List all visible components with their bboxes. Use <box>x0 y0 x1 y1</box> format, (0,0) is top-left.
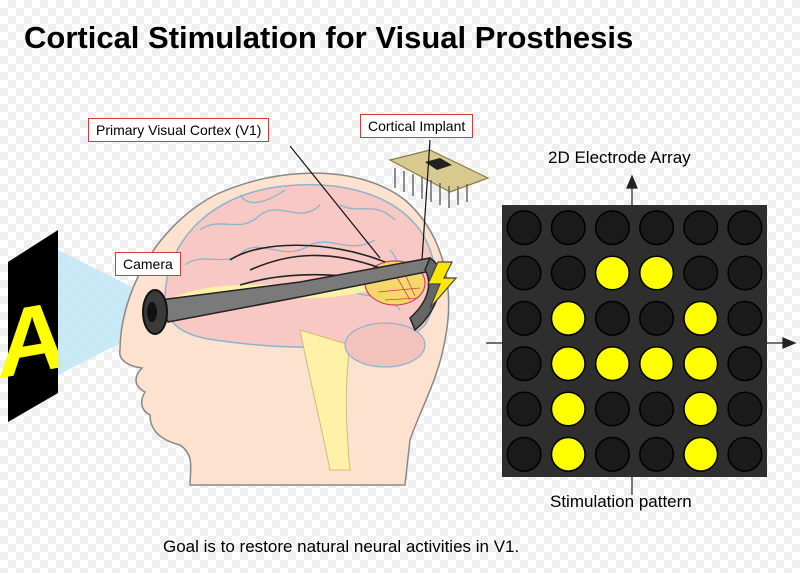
electrode-active <box>639 255 675 291</box>
callout-camera: Camera <box>115 252 181 276</box>
electrode-inactive <box>594 300 630 336</box>
pattern-label: Stimulation pattern <box>550 492 692 511</box>
lightning-bolt-icon <box>427 261 458 309</box>
electrode-active <box>639 346 675 382</box>
electrode-inactive <box>594 391 630 427</box>
cerebellum <box>344 322 426 368</box>
cortical-implant-chip <box>388 149 490 208</box>
electrode-active <box>683 391 719 427</box>
electrode-inactive <box>639 436 675 472</box>
caption: Goal is to restore natural neural activi… <box>163 537 520 556</box>
electrode-inactive <box>506 436 542 472</box>
callout-lines <box>289 139 431 261</box>
electrode-inactive <box>506 210 542 246</box>
electrode-inactive <box>727 210 763 246</box>
light-cone <box>58 250 150 375</box>
electrode-active <box>550 346 586 382</box>
electrode-array-panel <box>502 205 767 477</box>
electrode-inactive <box>594 436 630 472</box>
electrode-inactive <box>550 210 586 246</box>
electrode-inactive <box>506 346 542 382</box>
electrode-inactive <box>683 255 719 291</box>
electrode-inactive <box>506 300 542 336</box>
electrode-inactive <box>506 391 542 427</box>
electrode-inactive <box>639 210 675 246</box>
electrode-inactive <box>727 391 763 427</box>
electrode-active <box>594 346 630 382</box>
electrode-active <box>550 300 586 336</box>
page-title: Cortical Stimulation for Visual Prosthes… <box>24 20 634 55</box>
electrode-inactive <box>639 300 675 336</box>
electrode-inactive <box>683 210 719 246</box>
electrode-active <box>550 391 586 427</box>
electrode-active <box>683 436 719 472</box>
electrode-grid <box>506 210 763 472</box>
stimulus-letter: A <box>0 279 67 399</box>
electrode-inactive <box>727 346 763 382</box>
electrode-inactive <box>727 255 763 291</box>
stimulus-card: A <box>0 230 67 422</box>
brainstem <box>299 329 351 471</box>
callout-v1: Primary Visual Cortex (V1) <box>88 118 270 142</box>
callout-implant: Cortical Implant <box>360 114 474 138</box>
electrode-inactive <box>727 436 763 472</box>
electrode-inactive <box>550 255 586 291</box>
electrode-inactive <box>639 391 675 427</box>
electrode-inactive <box>727 300 763 336</box>
array-title: 2D Electrode Array <box>548 148 691 167</box>
electrode-inactive <box>594 210 630 246</box>
electrode-active <box>683 300 719 336</box>
electrode-active <box>550 436 586 472</box>
electrode-active <box>683 346 719 382</box>
electrode-active <box>594 255 630 291</box>
electrode-inactive <box>506 255 542 291</box>
